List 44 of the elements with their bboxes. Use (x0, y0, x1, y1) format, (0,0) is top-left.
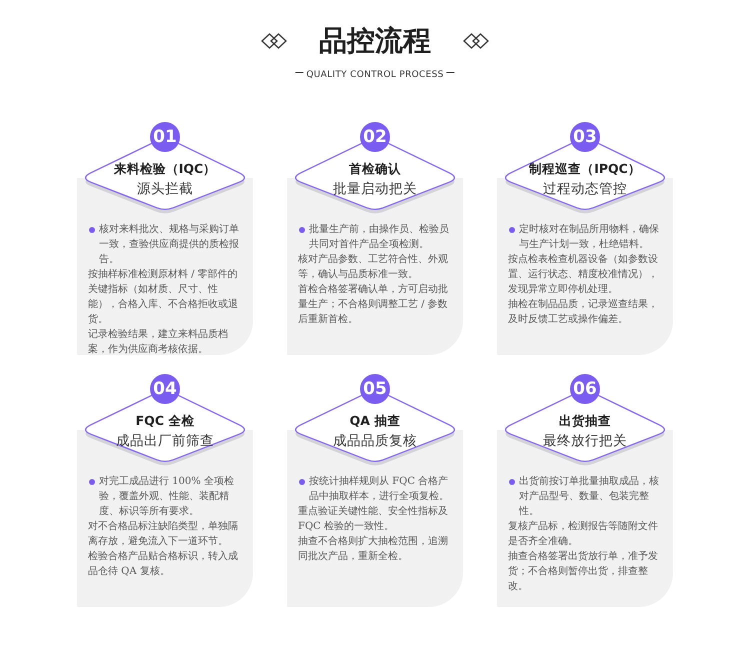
step-card (497, 374, 673, 607)
step-subtitle: 源头拦截 (137, 180, 193, 198)
step-subtitle: 最终放行把关 (543, 432, 627, 450)
step-title: FQC 全检 (136, 412, 194, 430)
step-title: QA 抽查 (350, 412, 400, 430)
number-badge: 03 (570, 122, 600, 152)
step-description: 核对来料批次、规格与采购订单一致，查验供应商提供的质检报告。 (99, 222, 240, 267)
step-card (77, 122, 253, 355)
page-subtitle: QUALITY CONTROL PROCESS (306, 70, 444, 80)
step-title: 来料检验（IQC） (114, 160, 216, 178)
step-description: 复核产品标，检测报告等随附文件是否齐全准确。 (508, 520, 659, 549)
step-description: 按点检表检查机器设备（如参数设置、运行状态、精度校准情况），发现异常立即停机处理。 (508, 252, 659, 297)
step-description: 抽检在制品品质，记录巡查结果，及时反馈工艺或操作偏差。 (508, 298, 659, 327)
step-description: 出货前按订单批量抽取成品，核对产品型号、数量、包装完整性。 (519, 474, 660, 519)
step-description: 记录检验结果，建立来料品质档案，作为供应商考核依据。 (88, 328, 229, 357)
step-card (77, 374, 253, 607)
step-title: 首检确认 (349, 160, 401, 178)
step-card (287, 122, 463, 355)
step-subtitle: 成品品质复核 (333, 432, 417, 450)
step-description: 检验合格产品贴合格标识，转入成品仓待 QA 复核。 (88, 550, 239, 579)
step-description: 抽查不合格则扩大抽检范围，追溯同批次产品，重新全检。 (298, 534, 449, 564)
step-description: 批量生产前，由操作员、检验员共同对首件产品全项检测。 (309, 222, 450, 252)
step-title: 制程巡查（IPQC） (529, 160, 641, 178)
step-description: 按统计抽样规则从 FQC 合格产品中抽取样本，进行全项复检。 (309, 474, 450, 504)
step-subtitle: 批量启动把关 (333, 180, 417, 198)
step-description: 核对产品参数、工艺符合性、外观等，确认与品质标准一致。 (298, 252, 449, 282)
step-description: 首检合格签署确认单，方可启动批量生产；不合格则调整工艺 / 参数后重新首检。 (298, 282, 449, 327)
step-title: 出货抽查 (559, 412, 611, 430)
number-badge: 02 (360, 122, 390, 152)
step-description: 对不合格品标注缺陷类型，单独隔离存放，避免流入下一道环节。 (88, 520, 239, 549)
page-title: 品控流程 (319, 24, 431, 58)
step-subtitle: 过程动态管控 (543, 180, 627, 198)
number-badge: 05 (360, 374, 390, 404)
step-description: 对完工成品进行 100% 全项检验，覆盖外观、性能、装配精度、标识等所有要求。 (99, 474, 235, 519)
step-description: 抽查合格签署出货放行单，准予发货；不合格则暂停出货，排查整改。 (508, 550, 659, 594)
step-subtitle: 成品出厂前筛查 (116, 432, 214, 450)
number-badge: 01 (150, 122, 180, 152)
step-card (287, 374, 463, 607)
step-description: 按抽样标准检测原材料 / 零部件的关键指标（如材质、尺寸、性能），合格入库、不合格拒收或退货。 (88, 268, 239, 327)
number-badge: 04 (150, 374, 180, 404)
step-description: 重点验证关键性能、安全性指标及 FQC 检验的一致性。 (298, 504, 449, 534)
number-badge: 06 (570, 374, 600, 404)
step-description: 定时核对在制品所用物料，确保与生产计划一致，杜绝错料。 (519, 222, 660, 252)
step-card (497, 122, 673, 355)
